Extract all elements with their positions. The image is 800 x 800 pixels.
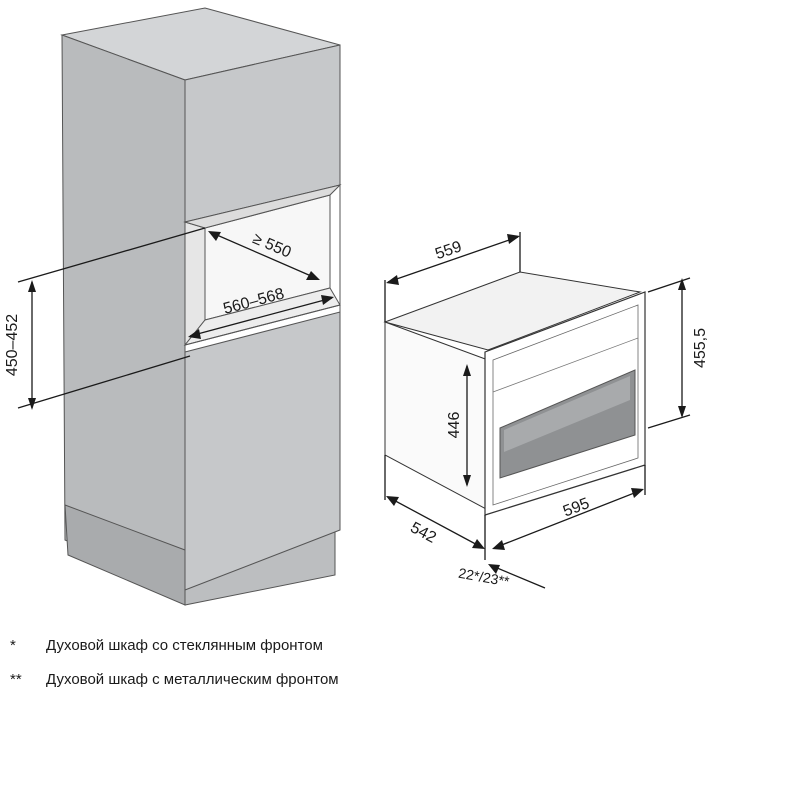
dim-oven-total-height: 455,5 [692, 328, 709, 368]
oven [383, 271, 646, 516]
footnote-text: Духовой шкаф с металлическим фронтом [46, 671, 339, 688]
oven-dimensions [384, 232, 691, 589]
dim-front-thickness: 22*/23** [457, 565, 511, 590]
cabinet-side-panel [61, 34, 186, 591]
footnote-glass-front: * Духовой шкаф со стеклянным фронтом [10, 637, 323, 654]
footnote-metal-front: ** Духовой шкаф с металлическим фронтом [10, 671, 339, 688]
dim-oven-front-width: 595 [561, 495, 592, 520]
cabinet-lower-door [184, 311, 341, 591]
dim-oven-body-height: 446 [446, 412, 463, 439]
dim-oven-body-depth: 542 [407, 519, 439, 547]
dim-oven-depth-top: 559 [433, 238, 464, 263]
oven-front-inner [492, 304, 639, 506]
oven-body-side [384, 321, 489, 511]
installation-diagram: 450–452 ≥ 550 560–568 [4, 7, 709, 606]
cabinet-dimensions [17, 227, 334, 410]
cabinet [60, 7, 342, 606]
dim-niche-height: 450–452 [4, 314, 21, 376]
oven-body-top [383, 271, 642, 351]
niche-ceiling [183, 184, 342, 229]
footnote-mark: * [10, 637, 16, 654]
footnote-text: Духовой шкаф со стеклянным фронтом [46, 637, 323, 654]
footnote-mark: ** [10, 671, 22, 688]
